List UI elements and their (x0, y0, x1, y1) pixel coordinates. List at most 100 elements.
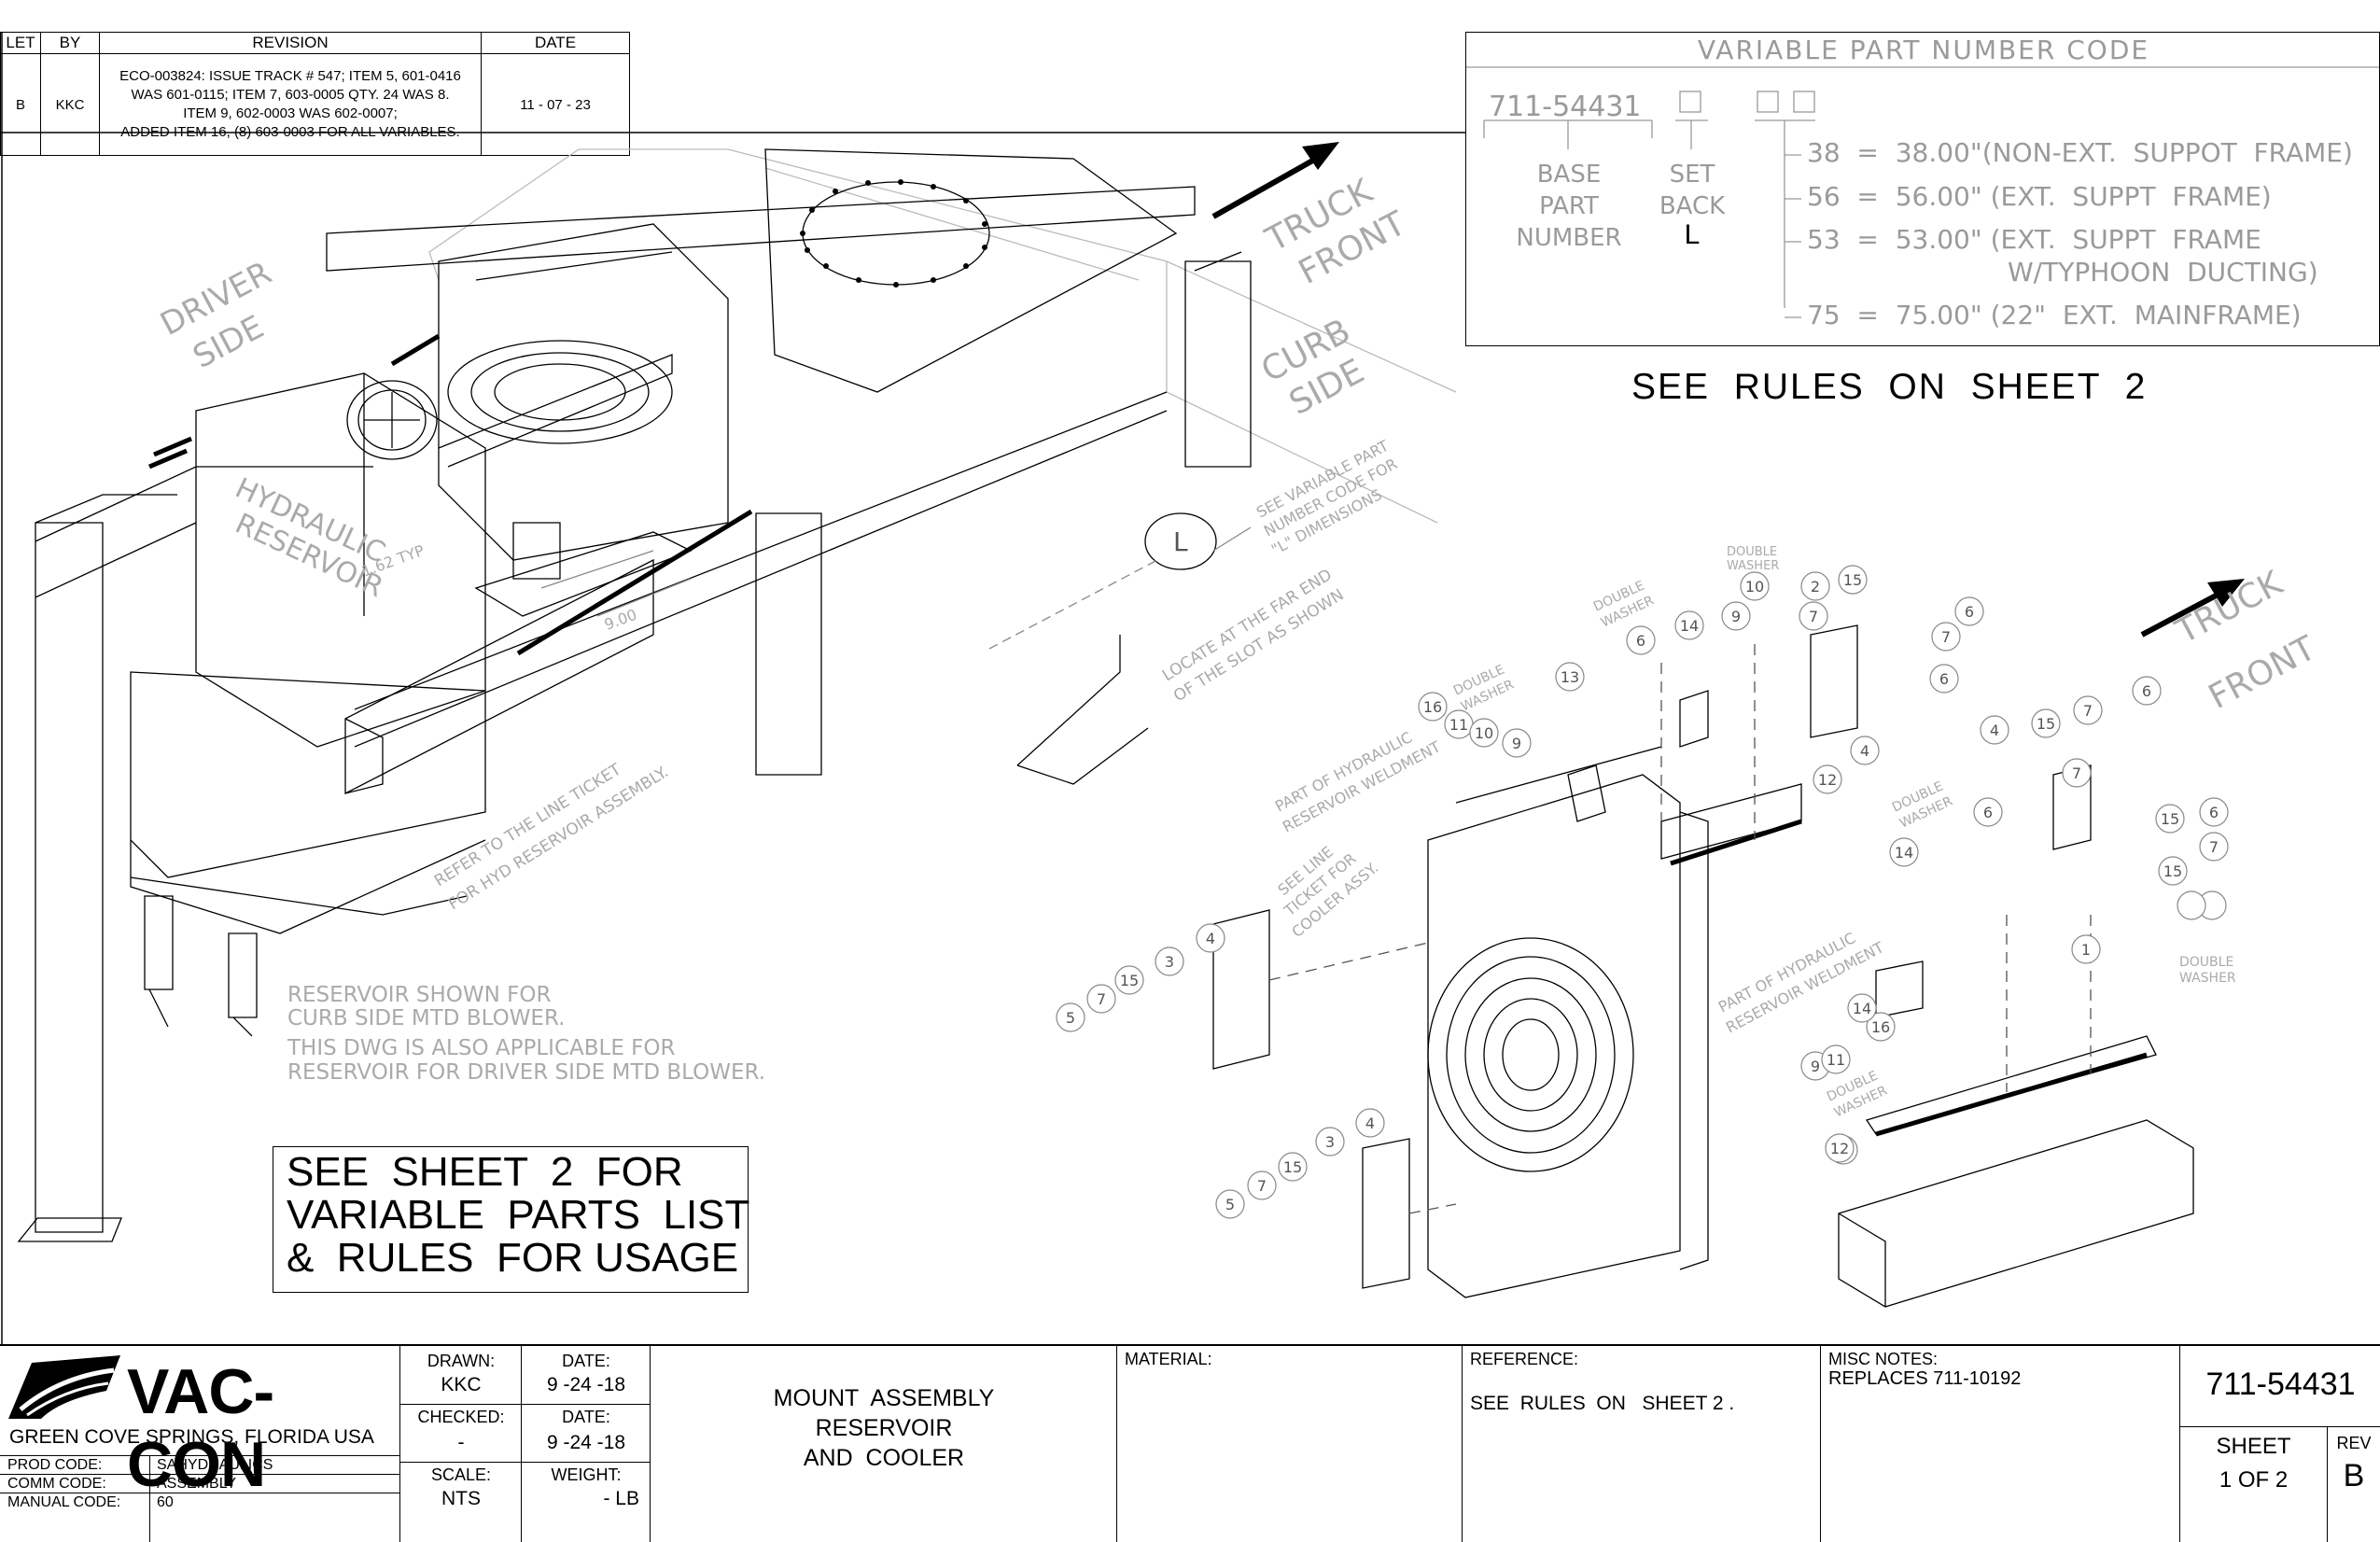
callout-line: SEE SHEET 2 FOR (287, 1149, 683, 1195)
vpn-set-label: SET BACK (1653, 159, 1731, 222)
prod-code: SAHYDRAULICS (157, 1457, 273, 1473)
checked-date: 9 -24 -18 (546, 1432, 626, 1453)
balloon-label: 13 (1561, 668, 1579, 686)
drawn-column: DRAWN: KKC CHECKED: - SCALE: NTS (399, 1346, 522, 1542)
company-logo-icon (8, 1355, 120, 1419)
vpn-option-53-cont: W/TYPHOON DUCTING) (2008, 257, 2318, 287)
vpn-base-line: PART (1539, 192, 1599, 220)
truck-front-label-r2: FRONT (2203, 629, 2323, 717)
double-washer-2b: WASHER (1727, 559, 1779, 573)
rev-value: B (2343, 1458, 2365, 1493)
revision-table: LET BY REVISION DATE B KKC ECO-003824: I… (0, 32, 630, 156)
balloon-label: 15 (1843, 571, 1862, 589)
double-washer-5a: DOUBLE (2179, 955, 2233, 970)
checked-by: - (457, 1432, 465, 1453)
balloon-label: 15 (2163, 862, 2182, 880)
double-washer-2a: DOUBLE (1727, 545, 1777, 559)
checked-label: CHECKED: (417, 1408, 505, 1426)
balloon-label: 7 (1257, 1177, 1267, 1195)
balloon-label: 10 (1475, 724, 1493, 742)
balloon-label: 4 (1365, 1114, 1375, 1132)
balloon-labels: 2 15 7 10 9 6 7 6 14 6 13 16 11 10 9 4 1… (1066, 571, 2219, 1213)
scale-value: NTS (441, 1488, 481, 1509)
balloon-label: 7 (1941, 628, 1951, 646)
vpn-option-75: 75 = 75.00" (22" EXT. MAINFRAME) (1807, 300, 2302, 330)
balloon-label: 1 (2081, 941, 2091, 959)
see-rules-note: SEE RULES ON SHEET 2 (1631, 367, 2148, 407)
balloon-label: 6 (1983, 804, 1993, 821)
rev-description: ECO-003824: ISSUE TRACK # 547; ITEM 5, 6… (99, 53, 482, 156)
l-callout-circle (1144, 512, 1217, 570)
reservoir-note-line: THIS DWG IS ALSO APPLICABLE FOR (287, 1036, 676, 1060)
vpn-base-line: BASE (1536, 161, 1602, 189)
vpn-set-line: SET (1669, 161, 1715, 189)
refer-note-2: FOR HYD RESERVOIR ASSEMBLY. (445, 763, 672, 914)
balloon-label: 11 (1449, 716, 1468, 734)
manual-code-label: MANUAL CODE: (7, 1494, 121, 1510)
variable-part-number-box: VARIABLE PART NUMBER CODE 711-54431 BASE… (1465, 32, 2380, 346)
vpn-diagram-lines (1465, 66, 2380, 318)
reference-label: REFERENCE: (1470, 1350, 1579, 1368)
balloon-label: 7 (1097, 990, 1106, 1008)
drawn-by: KKC (441, 1374, 482, 1395)
sheet-label: SHEET (2216, 1434, 2291, 1459)
drawn-date: 9 -24 -18 (546, 1374, 626, 1395)
company-location: GREEN COVE SPRINGS, FLORIDA USA (9, 1426, 374, 1448)
part-number: 711-54431 (2205, 1367, 2356, 1402)
date-column: DATE: 9 -24 -18 DATE: 9 -24 -18 WEIGHT: … (521, 1346, 651, 1542)
rev-header-by: BY (40, 32, 100, 54)
rev-date: 11 - 07 - 23 (481, 53, 630, 156)
balloon-label: 3 (1165, 953, 1174, 971)
vpn-title: VARIABLE PART NUMBER CODE (1697, 35, 2150, 65)
sheet-value: 1 OF 2 (2219, 1467, 2289, 1493)
title-line: RESERVOIR (815, 1415, 953, 1441)
material-label: MATERIAL: (1125, 1350, 1212, 1368)
balloon-label: 14 (1895, 844, 1913, 862)
misc-notes-cell: MISC NOTES: REPLACES 711-10192 (1820, 1346, 2179, 1542)
rev-line: WAS 601-0115; ITEM 7, 603-0005 QTY. 24 W… (131, 87, 450, 103)
rev-header-date: DATE (481, 32, 630, 54)
balloon-label: 12 (1830, 1140, 1849, 1157)
company-block: VAC-CON GREEN COVE SPRINGS, FLORIDA USA … (0, 1346, 399, 1542)
vpn-set-value: L (1684, 219, 1701, 250)
vpn-set-line: BACK (1659, 192, 1726, 220)
vpn-base-line: NUMBER (1516, 224, 1622, 252)
rev-header-let: LET (0, 32, 41, 54)
material-cell: MATERIAL: (1116, 1346, 1462, 1542)
balloon-label: 5 (1066, 1009, 1075, 1027)
drawing-title-cell: MOUNT ASSEMBLY RESERVOIR AND COOLER (650, 1346, 1116, 1542)
assembly-drawing: 2 15 7 10 9 6 7 6 14 6 13 16 11 10 9 4 1… (0, 32, 2380, 1344)
hole-pattern (800, 179, 987, 287)
balloon-label: 9 (1512, 735, 1521, 752)
cooler-body (1427, 774, 1681, 1298)
callout-line: VARIABLE PARTS LIST (287, 1192, 750, 1238)
title-line: AND COOLER (803, 1445, 965, 1471)
l-callout: L (1173, 526, 1188, 557)
balloon-label: 6 (1636, 632, 1645, 650)
checked-date-label: DATE: (562, 1408, 610, 1426)
balloon-label: 9 (1731, 608, 1741, 625)
prod-code-label: PROD CODE: (7, 1457, 103, 1473)
balloon-label: 7 (2083, 702, 2093, 720)
balloon-label: 7 (2209, 838, 2219, 856)
balloon-label: 4 (1860, 742, 1869, 760)
double-washer-5b: WASHER (2179, 971, 2236, 986)
vpn-option-53: 53 = 53.00" (EXT. SUPPT FRAME (1807, 224, 2261, 255)
balloon-label: 14 (1853, 1000, 1871, 1017)
title-block: VAC-CON GREEN COVE SPRINGS, FLORIDA USA … (0, 1344, 2380, 1542)
balloon-label: 11 (1827, 1051, 1845, 1069)
balloon-label: 4 (1206, 930, 1215, 947)
balloon-label: 2 (1811, 578, 1820, 596)
rev-label: REV (2336, 1434, 2372, 1452)
vpn-base-label: BASE PART NUMBER (1513, 159, 1625, 254)
balloon-label: 3 (1325, 1133, 1335, 1151)
vpn-option-56: 56 = 56.00" (EXT. SUPPT FRAME) (1807, 181, 2272, 212)
balloon-label: 7 (2072, 764, 2081, 782)
balloon-label: 16 (1871, 1018, 1890, 1036)
truck-front-label-r1: TRUCK (2169, 564, 2289, 652)
rev-line: ITEM 9, 602-0003 WAS 602-0007; (183, 105, 398, 121)
reference-value: SEE RULES ON SHEET 2 . (1470, 1393, 1735, 1414)
reference-cell: REFERENCE: SEE RULES ON SHEET 2 . (1462, 1346, 1820, 1542)
balloon-label: 6 (2209, 804, 2219, 821)
reservoir-note-line: CURB SIDE MTD BLOWER. (287, 1006, 565, 1030)
